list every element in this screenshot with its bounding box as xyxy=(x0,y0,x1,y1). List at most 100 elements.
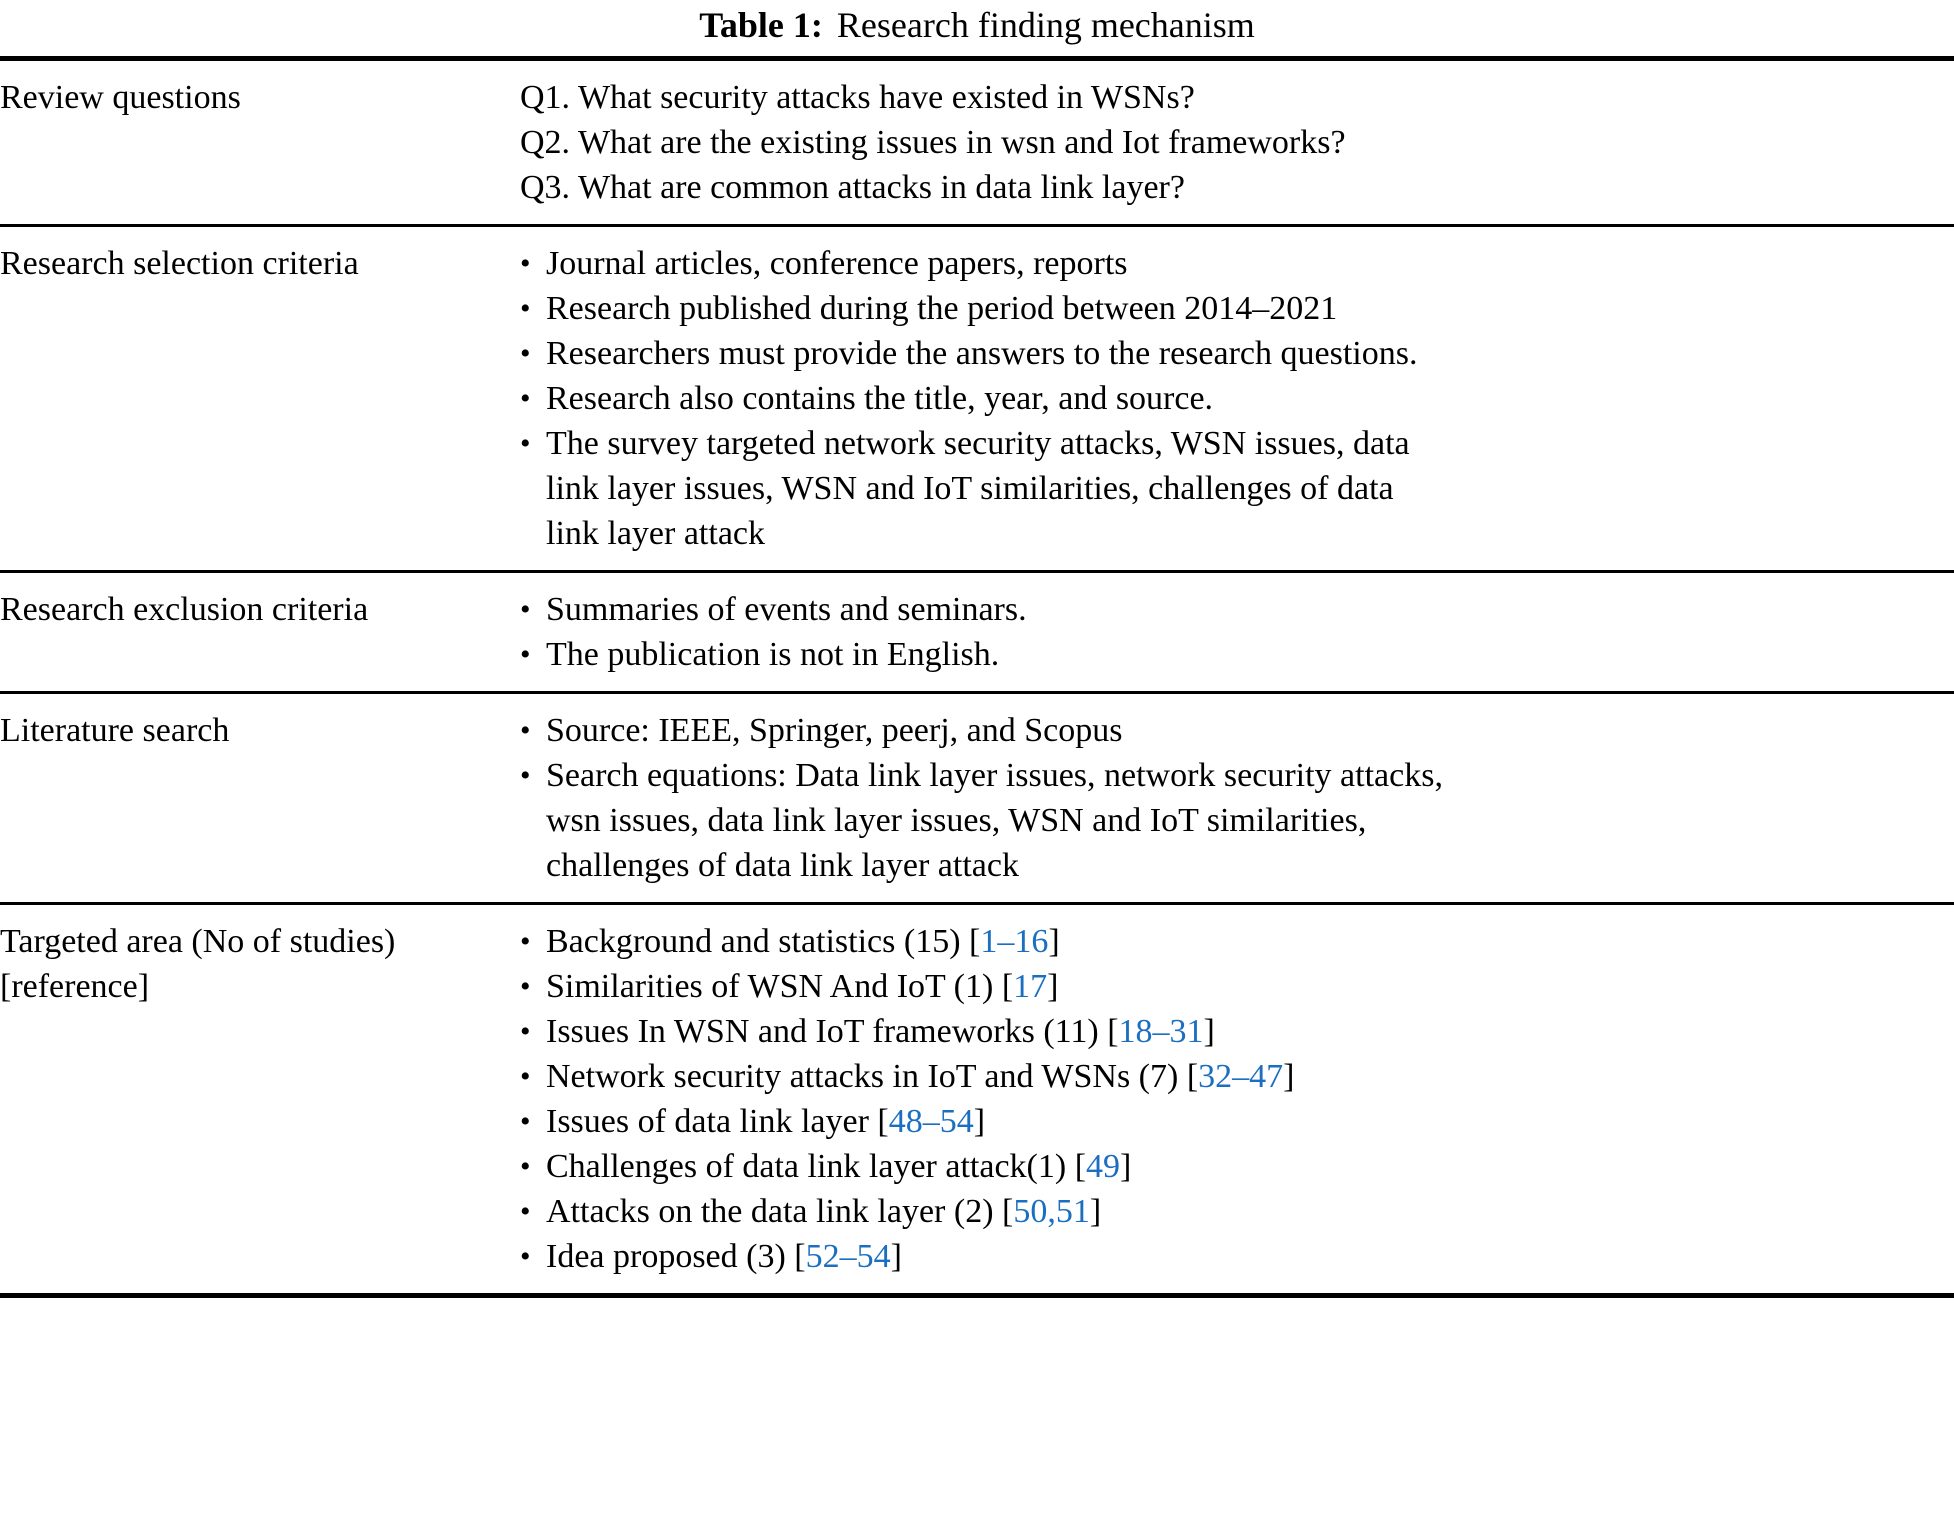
table-row: Research exclusion criteria • Summaries … xyxy=(0,573,1954,691)
row-content-review-questions: Q1. What security attacks have existed i… xyxy=(520,61,1954,224)
list-item-text: Summaries of events and seminars. xyxy=(546,587,1954,632)
bullet-dot-icon: • xyxy=(520,593,531,626)
table-bottom-rule xyxy=(0,1293,1954,1298)
table-top-rule xyxy=(0,56,1954,61)
list-item: • The publication is not in English. xyxy=(520,632,1954,677)
bracket-open: [ xyxy=(969,923,981,960)
bullet-dot-icon: • xyxy=(520,759,531,792)
item-label-text: Similarities of WSN And IoT (1) xyxy=(546,968,1002,1005)
list-item: •Idea proposed (3) [52–54] xyxy=(520,1234,1954,1279)
row-label-literature-search: Literature search xyxy=(0,694,520,767)
list-item-text: Network security attacks in IoT and WSNs… xyxy=(546,1054,1954,1099)
list-item-text: The survey targeted network security att… xyxy=(546,421,1954,556)
table-row: Review questions Q1. What security attac… xyxy=(0,61,1954,224)
list-item-text: Researchers must provide the answers to … xyxy=(546,331,1954,376)
bracket-open: [ xyxy=(877,1103,889,1140)
list-item: • Journal articles, conference papers, r… xyxy=(520,241,1954,286)
bracket-close: ] xyxy=(1048,923,1060,960)
list-item: • Summaries of events and seminars. xyxy=(520,587,1954,632)
row-label-line: [reference] xyxy=(0,968,150,1005)
list-item-text: Challenges of data link layer attack(1) … xyxy=(546,1144,1954,1189)
list-item-text: Attacks on the data link layer (2) [50,5… xyxy=(546,1189,1954,1234)
bracket-open: [ xyxy=(1074,1148,1087,1185)
list-item: • Search equations: Data link layer issu… xyxy=(520,753,1954,888)
bracket-close: ] xyxy=(1203,1013,1215,1050)
list-item: • Background and statistics (15) [1–16] xyxy=(520,919,1954,964)
bracket-open: [ xyxy=(1001,968,1014,1005)
wrap-line: Issues of data link layer [48–54] xyxy=(546,1099,1954,1144)
bullet-list: • Summaries of events and seminars. • Th… xyxy=(520,587,1954,677)
wrap-line: The publication is not in English. xyxy=(546,636,1000,673)
bracket-close: ] xyxy=(890,1238,902,1275)
citation-link[interactable]: 1–16 xyxy=(980,923,1049,960)
bullet-dot-icon: • xyxy=(520,1060,531,1093)
list-item-text: Search equations: Data link layer issues… xyxy=(546,753,1954,888)
row-divider xyxy=(0,224,1954,227)
table-caption: Table 1: Research finding mechanism xyxy=(0,0,1954,56)
citation-link[interactable]: 18–31 xyxy=(1118,1013,1204,1050)
wrap-line: Journal articles, conference papers, rep… xyxy=(546,245,1128,282)
wrap-line: Issues In WSN and IoT frameworks (11) [1… xyxy=(546,1009,1954,1054)
caption-text: Research finding mechanism xyxy=(836,5,1255,45)
list-item: •Issues of data link layer [48–54] xyxy=(520,1099,1954,1144)
row-label-line: Research exclusion criteria xyxy=(0,591,369,628)
list-item: • Similarities of WSN And IoT (1) [17] xyxy=(520,964,1954,1009)
review-question-line: Q1. What security attacks have existed i… xyxy=(520,79,1195,116)
wrap-line: Challenges of data link layer attack(1) … xyxy=(546,1144,1954,1189)
wrap-line: The survey targeted network security att… xyxy=(546,425,1410,462)
bracket-close: ] xyxy=(973,1103,986,1140)
list-item: • Network security attacks in IoT and WSN… xyxy=(520,1054,1954,1099)
table-row: Research selection criteria • Journal ar… xyxy=(0,227,1954,570)
review-question-line: Q3. What are common attacks in data link… xyxy=(520,169,1185,206)
bullet-dot-icon: • xyxy=(520,292,531,325)
citation-link[interactable]: 49 xyxy=(1086,1148,1121,1185)
citation-link[interactable]: 32–47 xyxy=(1198,1058,1284,1095)
list-item-text: The publication is not in English. xyxy=(546,632,1954,677)
bullet-dot-icon: • xyxy=(520,714,531,747)
list-item-text: Issues In WSN and IoT frameworks (11) [1… xyxy=(546,1009,1954,1054)
wrap-line: Attacks on the data link layer (2) [50,5… xyxy=(546,1189,1954,1234)
list-item-text: Issues of data link layer [48–54] xyxy=(546,1099,1954,1144)
citation-link[interactable]: 48–54 xyxy=(888,1103,974,1140)
list-item: • Researchers must provide the answers t… xyxy=(520,331,1954,376)
wrap-line: Background and statistics (15) [1–16] xyxy=(546,919,1954,964)
bullet-dot-icon: • xyxy=(520,970,531,1003)
bullet-dot-icon: • xyxy=(520,337,531,370)
item-label-text: Idea proposed (3) xyxy=(546,1238,795,1275)
bullet-dot-icon: • xyxy=(520,638,531,671)
list-item: •Issues In WSN and IoT frameworks (11) [… xyxy=(520,1009,1954,1054)
wrap-line: Research also contains the title, year, … xyxy=(546,380,1214,417)
citation-link[interactable]: 50,51 xyxy=(1013,1193,1090,1230)
bracket-open: [ xyxy=(1186,1058,1199,1095)
bracket-close: ] xyxy=(1283,1058,1295,1095)
wrap-line: link layer attack xyxy=(546,515,766,552)
bullet-dot-icon: • xyxy=(520,925,531,958)
row-label-review-questions: Review questions xyxy=(0,61,520,134)
item-label-text: Background and statistics (15) xyxy=(546,923,970,960)
bullet-dot-icon: • xyxy=(520,427,531,460)
wrap-line: wsn issues, data link layer issues, WSN … xyxy=(546,802,1367,839)
citation-link[interactable]: 17 xyxy=(1013,968,1048,1005)
list-item-text: Research also contains the title, year, … xyxy=(546,376,1954,421)
wrap-line: Source: IEEE, Springer, peerj, and Scopu… xyxy=(546,712,1123,749)
item-label-text: Network security attacks in IoT and WSNs… xyxy=(546,1058,1187,1095)
bracket-close: ] xyxy=(1047,968,1059,1005)
list-item: • Source: IEEE, Springer, peerj, and Sco… xyxy=(520,708,1954,753)
row-label-targeted-area: Targeted area (No of studies) [reference… xyxy=(0,905,520,1023)
list-item-text: Background and statistics (15) [1–16] xyxy=(546,919,1954,964)
wrap-line: Network security attacks in IoT and WSNs… xyxy=(546,1054,1954,1099)
table-row: Targeted area (No of studies) [reference… xyxy=(0,905,1954,1293)
list-item-text: Research published during the period bet… xyxy=(546,286,1954,331)
list-item: • Attacks on the data link layer (2) [50,… xyxy=(520,1189,1954,1234)
bracket-open: [ xyxy=(1107,1013,1119,1050)
row-label-line: Research selection criteria xyxy=(0,245,359,282)
row-divider xyxy=(0,691,1954,694)
row-divider xyxy=(0,902,1954,905)
wrap-line: challenges of data link layer attack xyxy=(546,847,1019,884)
wrap-line: link layer issues, WSN and IoT similarit… xyxy=(546,470,1394,507)
item-label-text: Challenges of data link layer attack(1) xyxy=(546,1148,1075,1185)
citation-link[interactable]: 52–54 xyxy=(805,1238,891,1275)
bullet-dot-icon: • xyxy=(520,1195,531,1228)
caption-label: Table 1: xyxy=(699,5,823,45)
